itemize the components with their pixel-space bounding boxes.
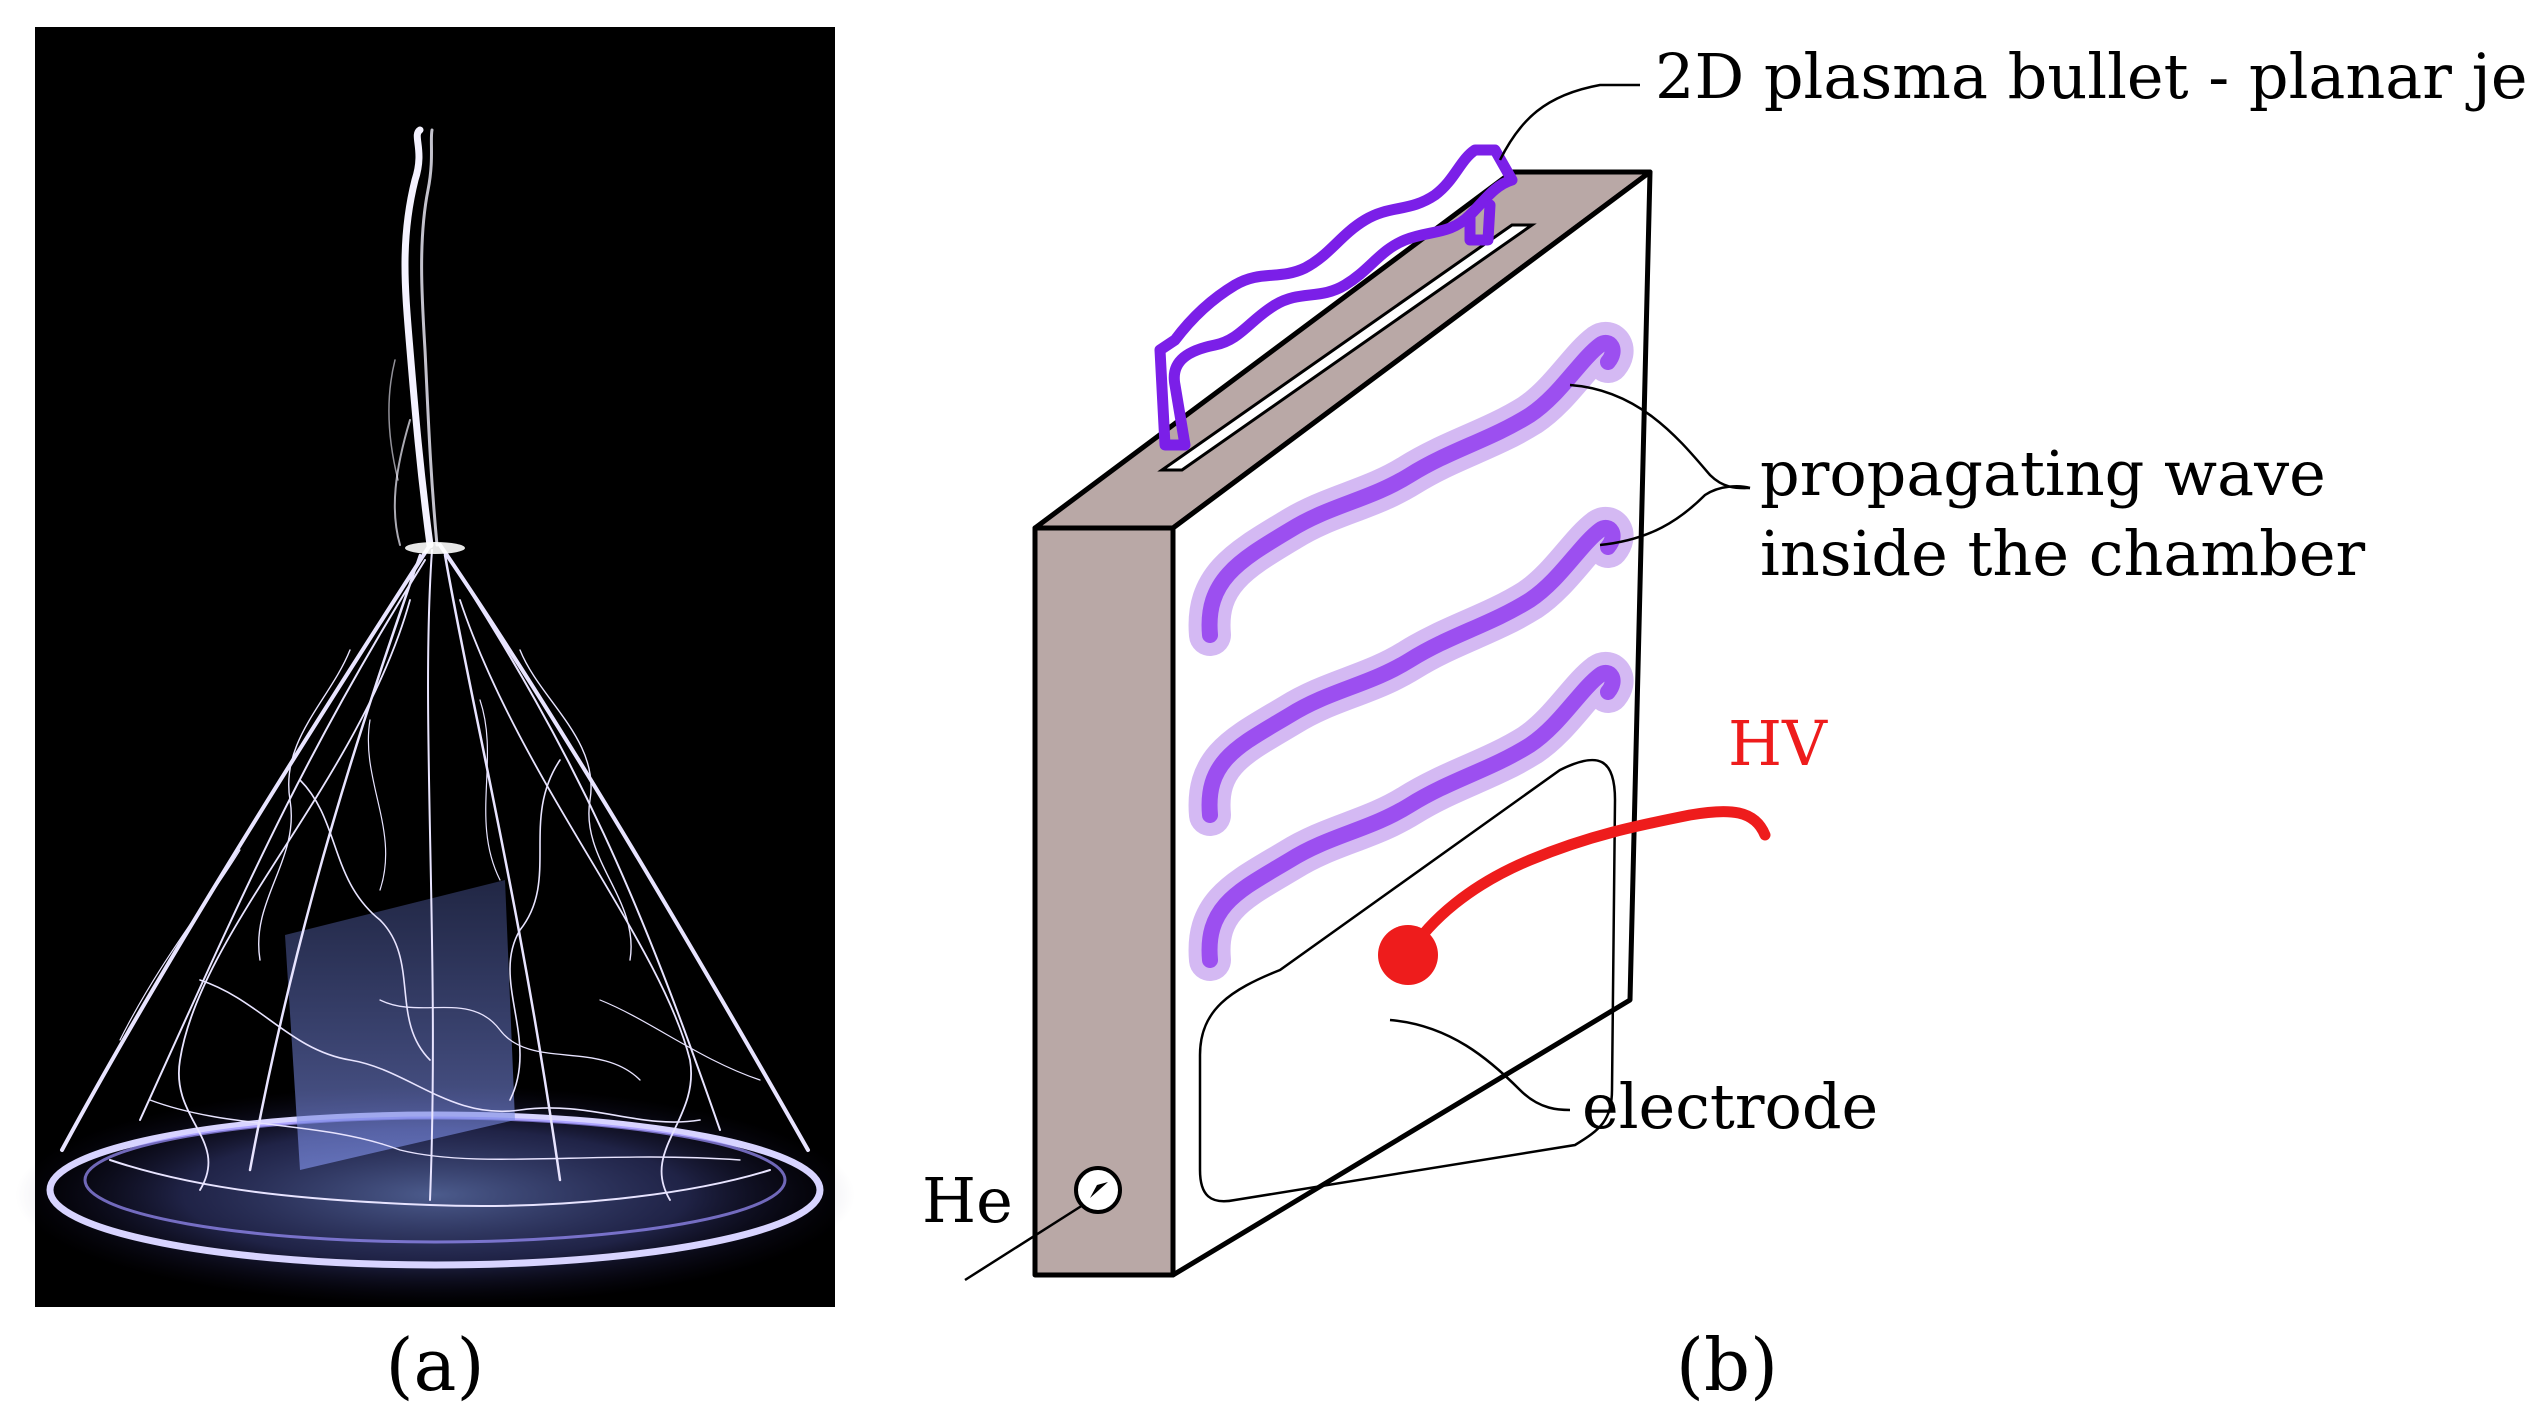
panel-a-caption: (a): [385, 1323, 484, 1407]
cone-discharge: [60, 543, 810, 1207]
wave-3: [1188, 652, 1634, 981]
top-filament: [388, 126, 465, 554]
jet-label: 2D plasma bullet - planar jet: [1655, 40, 2528, 113]
electrode-outline: [1198, 758, 1617, 1203]
wave-label-line1: propagating wave: [1760, 437, 2326, 510]
hv-contact-dot: [1378, 925, 1438, 985]
glass-plate: [285, 880, 515, 1170]
jet-leader-line: [1498, 83, 1640, 161]
wave-2: [1188, 507, 1634, 836]
hv-label: HV: [1728, 707, 1828, 780]
planar-jet: [1154, 144, 1518, 451]
wave-leader-line-2: [1599, 485, 1751, 547]
chamber-side-face: [1032, 525, 1176, 1278]
chamber-slit: [1157, 223, 1537, 472]
wave-1: [1188, 322, 1634, 656]
gas-inlet-needle: [1090, 1182, 1108, 1198]
panel-b-diagram: [964, 83, 1771, 1282]
gas-inlet-line: [964, 1203, 1084, 1282]
gas-label: He: [922, 1164, 1013, 1237]
hv-wire: [1402, 806, 1771, 961]
electrode-label: electrode: [1582, 1070, 1878, 1143]
propagating-waves: [1188, 322, 1634, 981]
wave-leader-line-1: [1569, 383, 1751, 490]
wave-label-line2: inside the chamber: [1760, 517, 2366, 590]
panel-a-photo: [15, 27, 855, 1307]
panel-b-caption: (b): [1676, 1323, 1778, 1407]
electrode-leader-line: [1389, 1018, 1571, 1112]
